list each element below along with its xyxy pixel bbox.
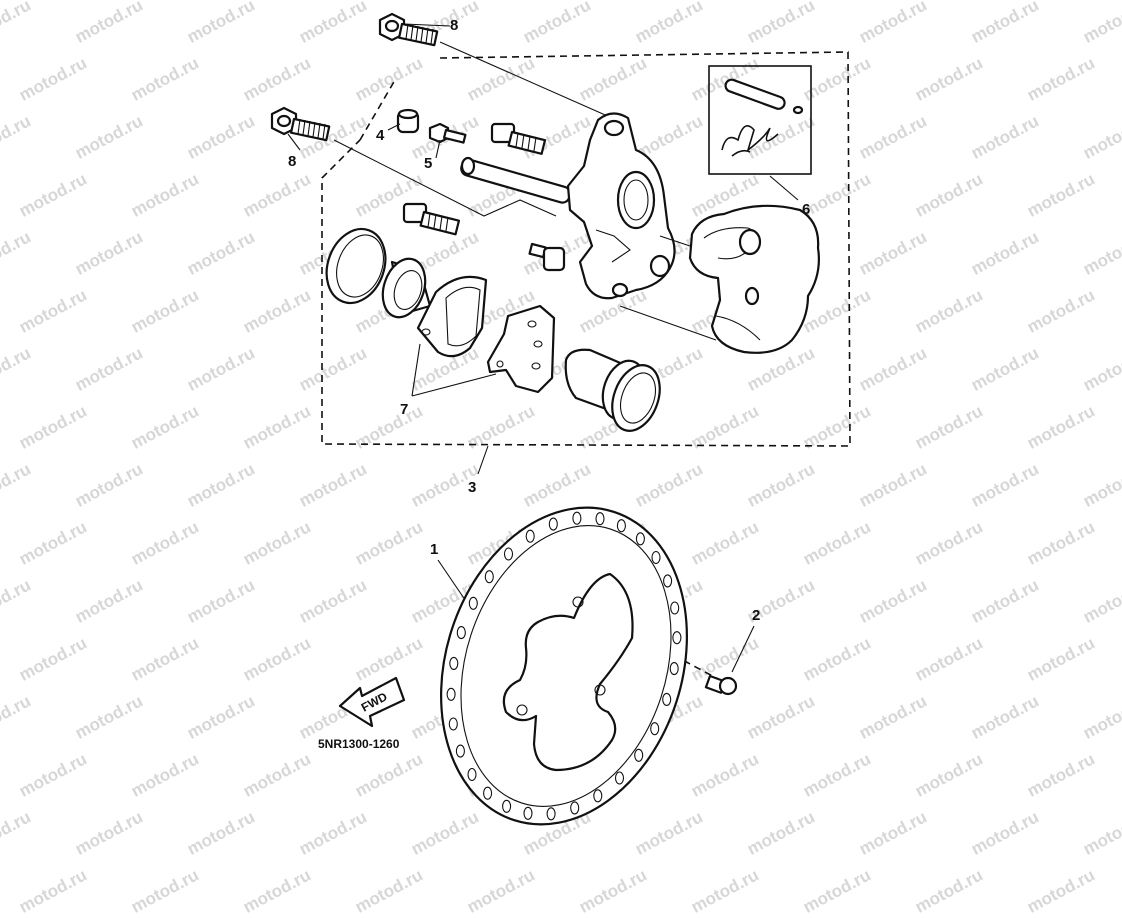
watermark-text: motod.ru bbox=[688, 865, 762, 917]
watermark-text: motod.ru bbox=[464, 865, 538, 917]
disc-hole bbox=[502, 799, 512, 813]
disc-hole bbox=[616, 519, 626, 533]
disc-hole bbox=[546, 807, 556, 821]
slide-pin-lower bbox=[402, 202, 461, 236]
exploded-diagram: FWD 8 8 4 5 6 7 3 1 2 5NR1300-1260 bbox=[270, 12, 851, 826]
brake-pad-right bbox=[486, 304, 556, 394]
watermark-text: motod.ru bbox=[128, 865, 202, 917]
disc-hole bbox=[570, 801, 580, 815]
drawing-code: 5NR1300-1260 bbox=[318, 737, 400, 751]
callout-3: 3 bbox=[468, 479, 476, 496]
bolt-8-left bbox=[270, 106, 557, 217]
brake-disc bbox=[440, 506, 688, 826]
disc-hole bbox=[650, 722, 660, 736]
disc-hole bbox=[634, 748, 644, 762]
slide-pin-upper bbox=[490, 122, 547, 155]
disc-hole bbox=[593, 789, 603, 803]
callout-6: 6 bbox=[802, 201, 810, 218]
callout-8-top: 8 bbox=[450, 17, 458, 34]
disc-vent-holes bbox=[446, 511, 682, 821]
fwd-arrow-badge: FWD bbox=[338, 676, 406, 728]
disc-hole bbox=[455, 744, 465, 758]
disc-hole bbox=[467, 767, 477, 782]
disc-hole bbox=[448, 717, 458, 731]
disc-hole bbox=[651, 550, 661, 565]
disc-hole bbox=[614, 771, 625, 785]
watermark-text: motod.ru bbox=[1024, 865, 1098, 917]
disc-hole bbox=[548, 517, 558, 531]
disc-hole bbox=[484, 570, 494, 584]
disc-hole bbox=[669, 662, 679, 676]
callout-4: 4 bbox=[376, 127, 385, 144]
disc-hole bbox=[595, 512, 605, 526]
small-bolt bbox=[528, 242, 566, 272]
piston-seal-right bbox=[611, 364, 661, 432]
disc-hole bbox=[503, 547, 514, 561]
watermark-text: motod.ru bbox=[912, 865, 986, 917]
disc-hole bbox=[483, 786, 493, 800]
watermark-text: motod.ru bbox=[240, 865, 314, 917]
disc-hole bbox=[446, 687, 456, 701]
brake-pad-left bbox=[416, 275, 488, 358]
watermark-text: motod.ru bbox=[16, 865, 90, 917]
disc-hole bbox=[523, 806, 533, 820]
watermark-text: motod.ru bbox=[352, 865, 426, 917]
pad-spring-kit bbox=[708, 65, 812, 175]
disc-hole bbox=[670, 601, 680, 615]
bleed-screw-5 bbox=[428, 122, 467, 144]
callout-8-left: 8 bbox=[288, 153, 296, 170]
caliper-body bbox=[619, 204, 820, 354]
disc-bolt-2 bbox=[704, 674, 738, 696]
disc-hole bbox=[456, 626, 466, 640]
callout-5: 5 bbox=[424, 155, 432, 172]
disc-hole bbox=[663, 574, 673, 588]
disc-hole bbox=[662, 692, 672, 706]
disc-hole bbox=[572, 511, 582, 525]
slide-pin-long bbox=[460, 156, 572, 204]
disc-hole bbox=[449, 656, 459, 670]
piston-seal-left bbox=[325, 227, 387, 305]
watermark-text: motod.ru bbox=[576, 865, 650, 917]
bolt-8-top bbox=[378, 12, 613, 119]
watermark-text: motod.ru bbox=[800, 865, 874, 917]
caliper-assembly-boundary bbox=[321, 51, 851, 447]
disc-hole bbox=[525, 529, 535, 543]
caliper-bracket bbox=[566, 112, 676, 300]
callout-1: 1 bbox=[430, 541, 438, 558]
callouts: 8 8 4 5 6 7 3 1 2 5NR1300-1260 bbox=[288, 17, 810, 751]
bleed-cap-4 bbox=[396, 108, 420, 134]
disc-hole bbox=[672, 631, 682, 645]
callout-2: 2 bbox=[752, 607, 760, 624]
disc-hole bbox=[468, 596, 478, 610]
callout-7: 7 bbox=[400, 401, 408, 418]
disc-hole bbox=[635, 532, 645, 546]
